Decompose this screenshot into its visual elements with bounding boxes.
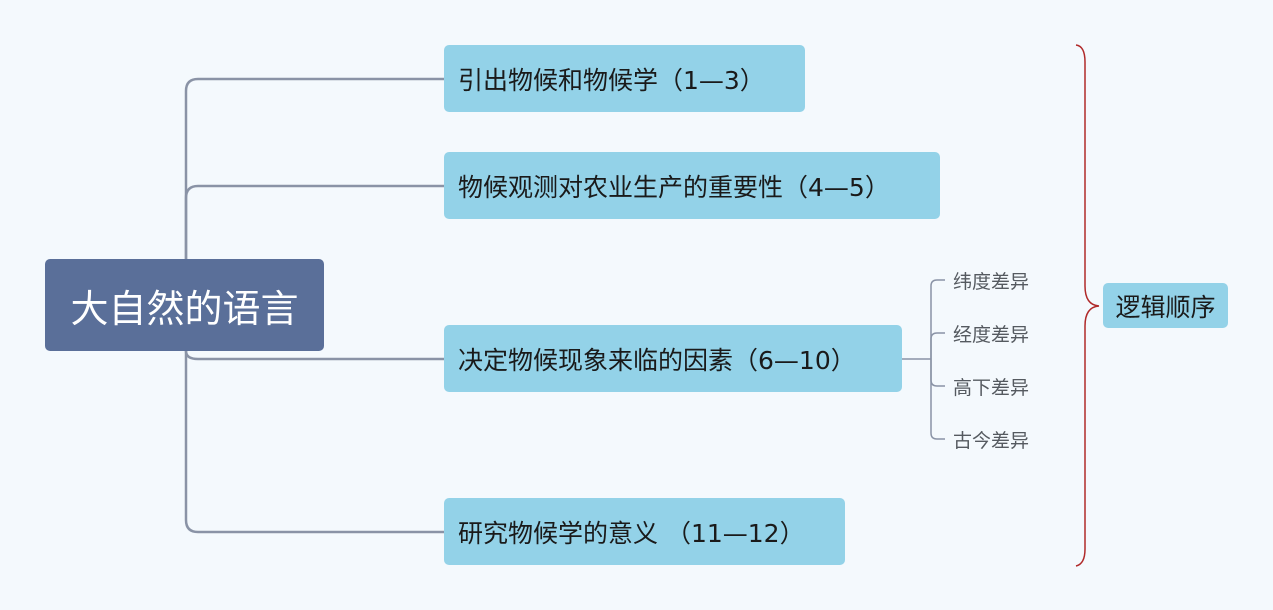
- branch-topic-label: 引出物候和物候学（1—3）: [458, 65, 765, 95]
- summary-topic[interactable]: 逻辑顺序: [1103, 283, 1228, 328]
- branch-topic-2[interactable]: 物候观测对农业生产的重要性（4—5）: [444, 152, 940, 219]
- subtopic-label: 高下差异: [953, 376, 1030, 399]
- summary-brace: [1075, 44, 1100, 567]
- subtopic-altitude[interactable]: 高下差异: [953, 373, 1029, 399]
- subtopic-era[interactable]: 古今差异: [953, 426, 1029, 452]
- connector-leaf-2: [930, 332, 945, 359]
- connector-leaf-1: [930, 279, 945, 359]
- branch-topic-3[interactable]: 决定物候现象来临的因素（6—10）: [444, 325, 902, 392]
- subtopic-label: 经度差异: [953, 323, 1030, 346]
- connector-branch-1: [184, 77, 444, 259]
- branch-topic-label: 研究物候学的意义 （11—12）: [458, 518, 805, 548]
- subtopic-longitude[interactable]: 经度差异: [953, 320, 1029, 346]
- subtopic-latitude[interactable]: 纬度差异: [953, 267, 1029, 293]
- connector-leaf-4: [930, 359, 945, 440]
- connector-branch-4: [184, 351, 444, 534]
- branch-topic-4[interactable]: 研究物候学的意义 （11—12）: [444, 498, 845, 565]
- root-topic[interactable]: 大自然的语言: [45, 259, 324, 351]
- branch-topic-1[interactable]: 引出物候和物候学（1—3）: [444, 45, 805, 112]
- subtopic-label: 纬度差异: [953, 270, 1030, 293]
- summary-topic-label: 逻辑顺序: [1115, 292, 1216, 322]
- connector-branch-2: [184, 184, 444, 259]
- subtopic-label: 古今差异: [953, 429, 1030, 452]
- branch-topic-label: 决定物候现象来临的因素（6—10）: [458, 345, 856, 375]
- connector-branch-3: [184, 350, 444, 361]
- root-topic-label: 大自然的语言: [70, 286, 299, 331]
- connector-leaf-3: [930, 359, 945, 387]
- branch-topic-label: 物候观测对农业生产的重要性（4—5）: [458, 172, 890, 202]
